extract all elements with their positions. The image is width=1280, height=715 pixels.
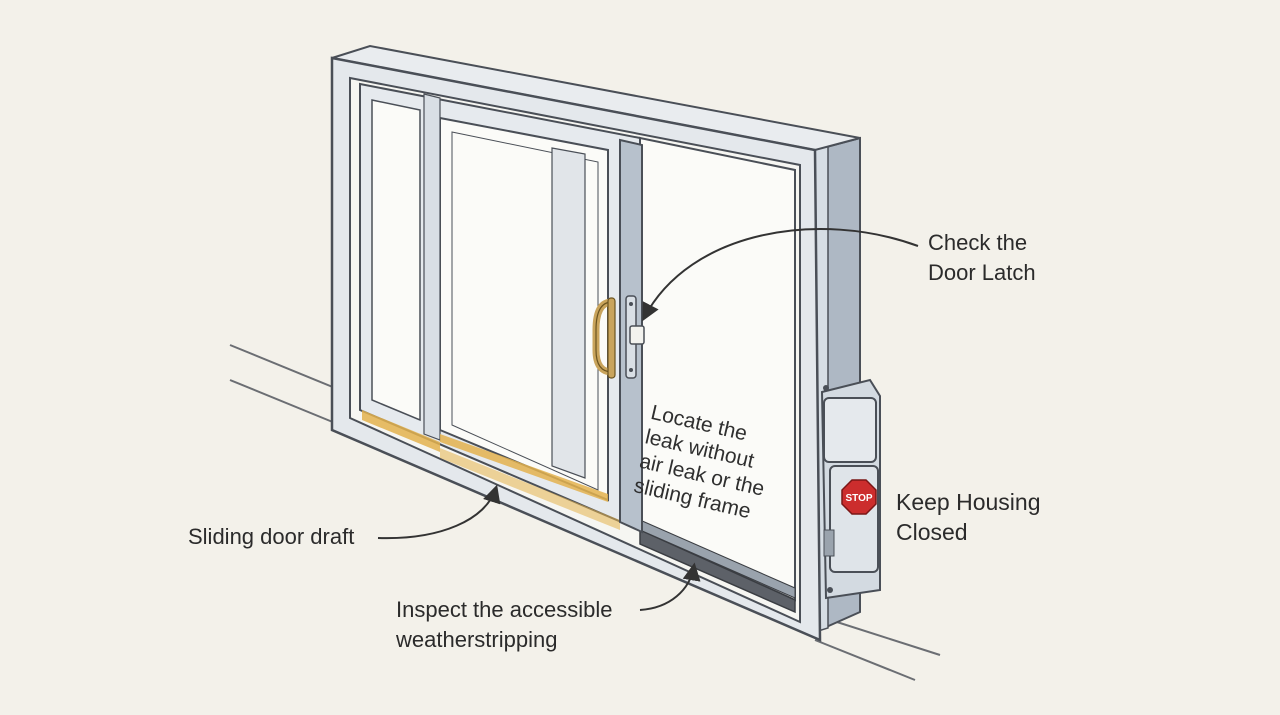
weatherstripping-label-line-1: Inspect the accessible: [396, 597, 613, 622]
stop-sign-text: STOP: [845, 493, 872, 504]
sliding-panel: [359, 82, 641, 532]
housing-label-line-2: Closed: [896, 519, 968, 545]
latch-arrow: [642, 228, 919, 322]
weatherstrip-arrow: [639, 562, 701, 611]
weatherstrip-highlight: [362, 410, 620, 530]
draft-label: Sliding door draft: [188, 522, 354, 552]
latch-label-line-1: Check the: [928, 230, 1028, 255]
latch-label-line-2: Door Latch: [928, 260, 1036, 285]
housing-label: Keep Housing Closed: [896, 487, 1041, 547]
draft-arrow: [377, 484, 501, 540]
bottom-track: [639, 519, 796, 614]
weatherstripping-label-line-2: weatherstripping: [396, 627, 558, 652]
latch-label: Check the Door Latch: [928, 228, 1036, 288]
stop-sign: STOP: [841, 479, 877, 515]
callout-arrows: [377, 228, 919, 611]
door-latch: [625, 295, 645, 379]
housing-label-line-1: Keep Housing: [896, 489, 1041, 515]
weatherstripping-label: Inspect the accessible weatherstripping: [396, 595, 612, 655]
door-handle: [592, 297, 616, 379]
draft-label-text: Sliding door draft: [188, 524, 355, 549]
